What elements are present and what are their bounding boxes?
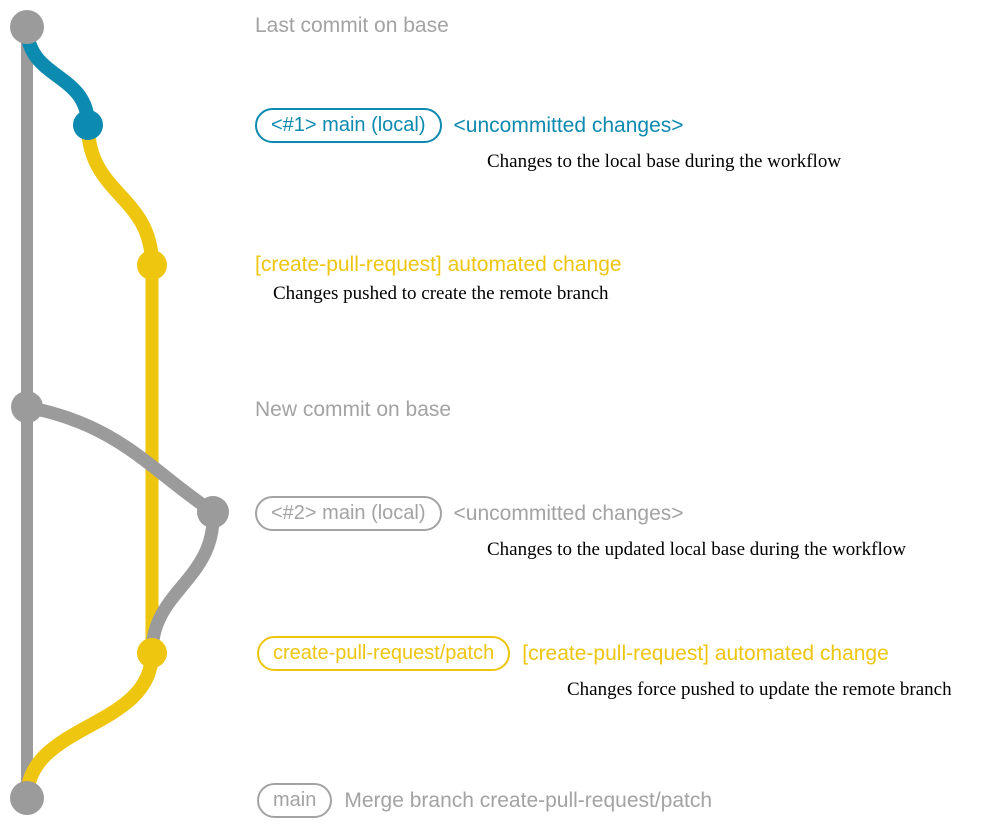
entry-new-commit-on-base: New commit on base — [255, 399, 451, 420]
entry-merge-commit: main Merge branch create-pull-request/pa… — [257, 783, 712, 818]
commit-description: Changes force pushed to update the remot… — [567, 679, 952, 700]
commit-description: Changes pushed to create the remote bran… — [273, 283, 609, 304]
node-local-2[interactable] — [197, 496, 229, 528]
edge-remote2-to-merge — [20, 646, 159, 805]
branch-pill-main-local-2[interactable]: <#2> main (local) — [255, 496, 442, 531]
commit-subject: [create-pull-request] automated change — [522, 642, 889, 665]
commit-headline: create-pull-request/patch [create-pull-r… — [257, 636, 952, 671]
caption-text: New commit on base — [255, 398, 452, 421]
entry-local-commit-2: <#2> main (local) <uncommitted changes> … — [255, 496, 906, 559]
branch-pill-create-pull-request-patch[interactable]: create-pull-request/patch — [257, 636, 511, 671]
edge-local2-to-remote2 — [145, 505, 220, 660]
commit-subject: Merge branch create-pull-request/patch — [344, 789, 713, 812]
node-local-1[interactable] — [73, 110, 103, 140]
entry-local-commit-1: <#1> main (local) <uncommitted changes> … — [255, 108, 841, 171]
commit-headline: <#1> main (local) <uncommitted changes> — [255, 108, 841, 143]
entry-last-commit-on-base: Last commit on base — [255, 15, 449, 36]
node-base-top[interactable] — [10, 10, 44, 44]
branch-pill-main-local-1[interactable]: <#1> main (local) — [255, 108, 442, 143]
commit-subject: [create-pull-request] automated change — [255, 253, 622, 276]
commit-subject: <uncommitted changes> — [453, 114, 684, 137]
node-remote-1[interactable] — [137, 250, 167, 280]
branch-pill-main[interactable]: main — [257, 783, 333, 818]
commit-headline: [create-pull-request] automated change — [255, 254, 622, 275]
commit-description: Changes to the updated local base during… — [487, 539, 906, 560]
edge-base-to-local1 — [20, 20, 95, 132]
edge-local1-to-remote1 — [81, 118, 159, 272]
commit-headline: <#2> main (local) <uncommitted changes> — [255, 496, 906, 531]
edge-basenew-to-local2 — [20, 400, 220, 519]
node-remote-2[interactable] — [137, 638, 167, 668]
node-base-merge[interactable] — [10, 781, 44, 815]
commit-subject: <uncommitted changes> — [453, 502, 684, 525]
commit-description: Changes to the local base during the wor… — [487, 151, 842, 172]
entry-automated-change-2: create-pull-request/patch [create-pull-r… — [257, 636, 952, 699]
entry-automated-change-1: [create-pull-request] automated change C… — [255, 254, 622, 303]
commit-headline: main Merge branch create-pull-request/pa… — [257, 783, 712, 818]
node-base-new[interactable] — [11, 391, 43, 423]
caption-text: Last commit on base — [255, 14, 449, 37]
